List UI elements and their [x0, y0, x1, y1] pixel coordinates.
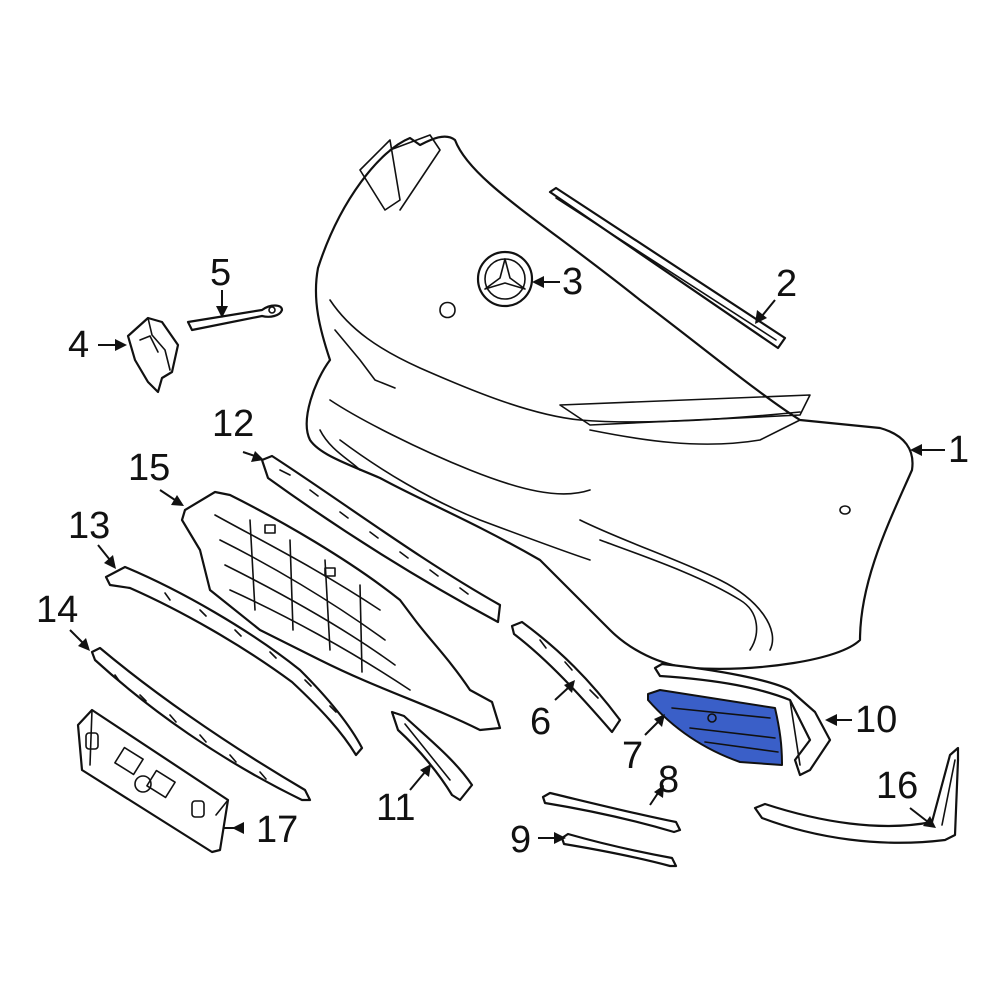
callout-13: 13 — [68, 505, 110, 547]
callout-3: 3 — [562, 261, 583, 303]
callout-14: 14 — [36, 589, 78, 631]
star-emblem — [476, 250, 534, 308]
upper-trim-strip — [548, 186, 787, 350]
callout-5: 5 — [210, 252, 231, 294]
lower-trim-9 — [560, 832, 678, 868]
grille-bracket-11 — [390, 710, 474, 802]
callout-11: 11 — [376, 787, 415, 829]
callout-4: 4 — [68, 324, 89, 366]
side-bracket — [126, 316, 180, 394]
callout-6: 6 — [530, 701, 551, 743]
trim-bracket-6 — [510, 620, 622, 734]
side-trim-16 — [753, 746, 960, 844]
callout-9: 9 — [510, 819, 531, 861]
lower-grille-frame — [180, 490, 502, 732]
callout-labels: 1 2 3 4 5 6 7 8 9 10 11 12 13 14 15 16 1… — [36, 252, 969, 861]
lower-trim-8 — [541, 791, 682, 834]
callout-1: 1 — [948, 429, 969, 471]
callout-16: 16 — [876, 765, 918, 807]
callout-10: 10 — [855, 699, 897, 741]
grille-trim-12 — [260, 454, 502, 624]
grille-trim-13 — [104, 565, 364, 757]
leader-lines — [69, 276, 945, 844]
callout-12: 12 — [212, 403, 254, 445]
bumper-cover — [305, 134, 914, 670]
license-plate-bracket — [76, 708, 230, 854]
callout-7: 7 — [622, 735, 643, 777]
fog-lamp-grille-highlighted — [647, 689, 783, 766]
callout-17: 17 — [256, 809, 298, 851]
grille-trim-14 — [90, 646, 312, 802]
callout-15: 15 — [128, 447, 170, 489]
callout-2: 2 — [776, 263, 797, 305]
callout-8: 8 — [658, 759, 679, 801]
fog-lamp-frame — [653, 662, 832, 777]
pin-strap — [186, 304, 284, 332]
